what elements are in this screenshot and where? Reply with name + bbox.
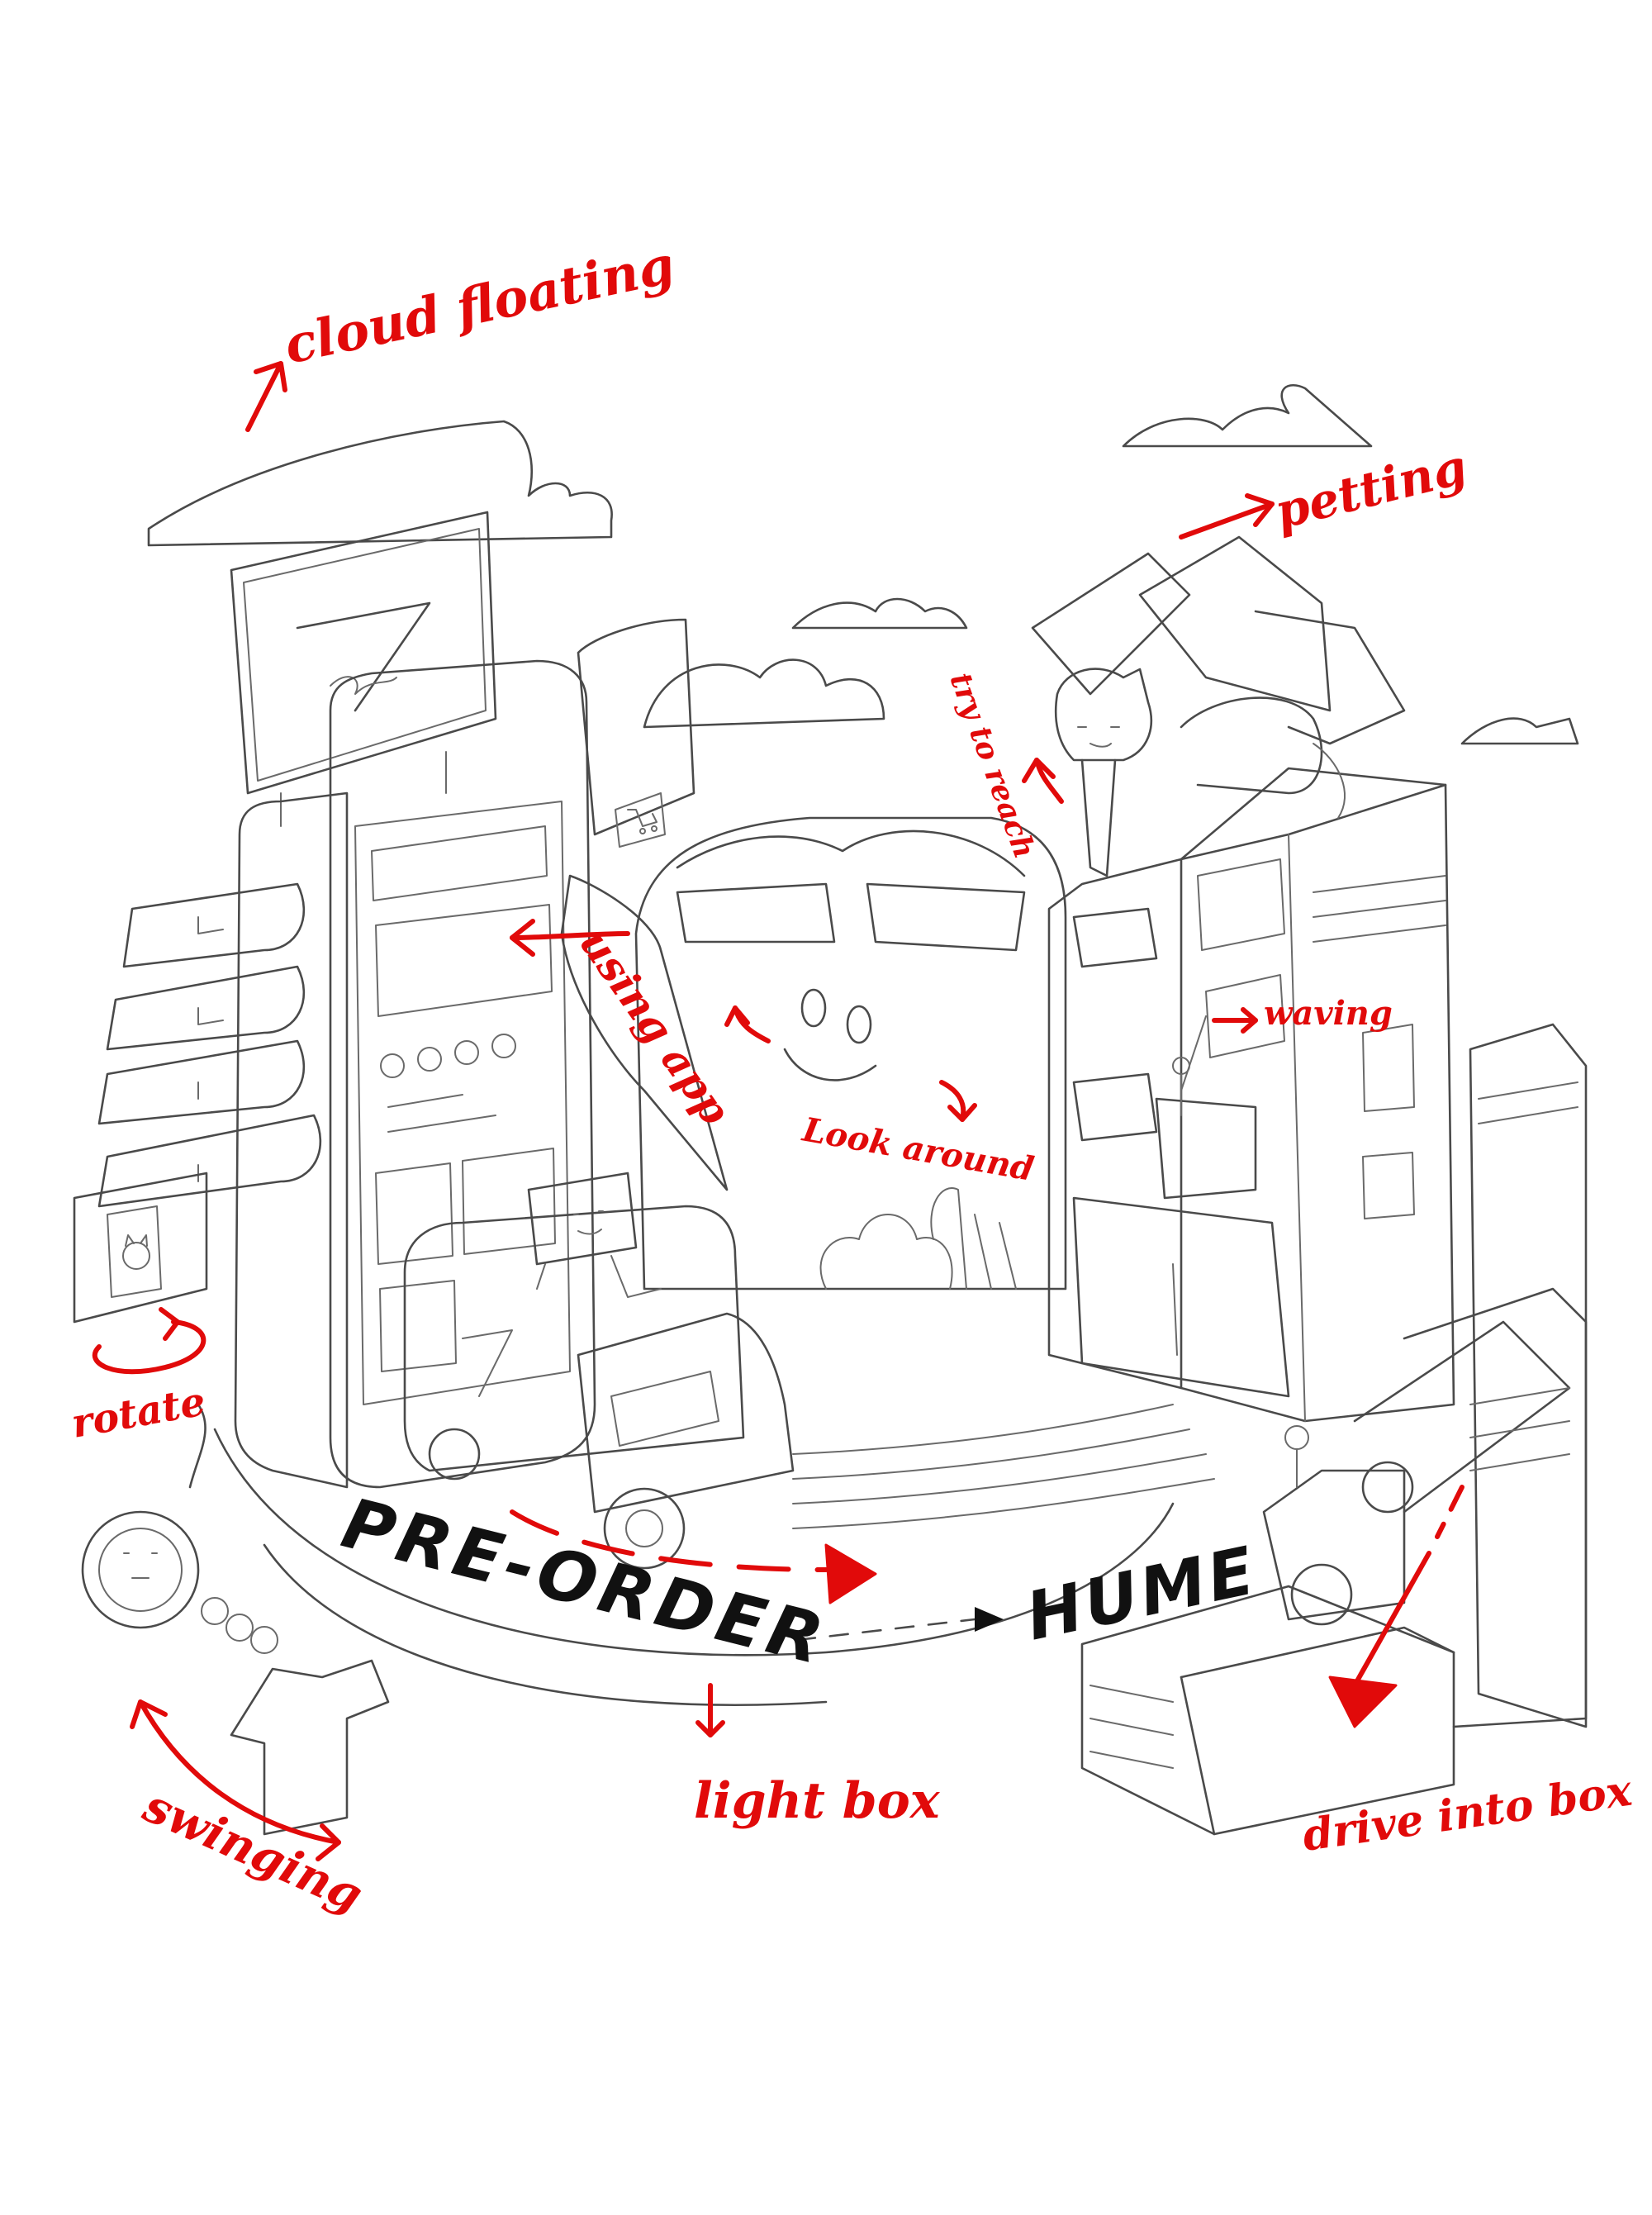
open-box xyxy=(1080,1585,1455,1836)
arrow-icon xyxy=(510,931,630,940)
building-right xyxy=(1469,1023,1588,1728)
rotate-arrow xyxy=(92,1319,206,1375)
phone-tower xyxy=(234,659,596,1489)
brand-logo-7 xyxy=(462,1329,513,1397)
cloud-behind xyxy=(643,658,885,729)
cloud-center xyxy=(791,597,968,630)
road-arcs xyxy=(213,1404,1215,1706)
shop-sign xyxy=(577,618,695,848)
label-try-to-reach: try to reach xyxy=(943,668,1042,863)
shopping-cart-icon xyxy=(627,809,657,834)
arrow-icon xyxy=(1179,501,1275,539)
label-petting: petting xyxy=(1270,439,1472,540)
shelf-tower xyxy=(1047,767,1455,1423)
box-character xyxy=(527,1172,662,1298)
waving-figure xyxy=(1172,1015,1207,1116)
keychain xyxy=(81,1403,390,1836)
label-rotate: rotate xyxy=(68,1378,209,1447)
cat-on-tower xyxy=(1054,668,1346,877)
truck-path-arrow xyxy=(510,1509,828,1572)
label-waving: waving xyxy=(1264,994,1393,1033)
building-bottom-right xyxy=(1403,1287,1588,1728)
label-light-box: light box xyxy=(694,1772,941,1830)
cloud-left xyxy=(147,420,613,547)
arrow-icon xyxy=(245,361,283,432)
label-cloud-floating: cloud floating xyxy=(279,234,680,375)
held-phone xyxy=(560,874,729,1191)
swing-arrow xyxy=(138,1699,341,1845)
brand-logo-7 xyxy=(296,601,431,712)
label-drive-into-box: drive into box xyxy=(1299,1765,1635,1861)
billboard xyxy=(230,511,497,827)
cat-sign xyxy=(73,1172,208,1324)
cloud-right-small xyxy=(1460,717,1579,745)
petting-hand xyxy=(1031,535,1406,745)
home-label: HUME xyxy=(1020,1532,1264,1656)
cloud-right-top xyxy=(1122,383,1373,448)
ramp-vehicle xyxy=(1262,1320,1571,1626)
flags-stack xyxy=(97,882,322,1208)
label-look-around: Look around xyxy=(799,1110,1037,1189)
dashed-connector xyxy=(795,1618,976,1642)
mascot-face xyxy=(634,816,1067,1290)
cat-icon xyxy=(122,1234,150,1270)
bushes xyxy=(819,1187,1017,1290)
drive-arrow xyxy=(1352,1551,1431,1688)
delivery-truck xyxy=(403,1205,795,1570)
label-swinging: swinging xyxy=(135,1778,370,1923)
